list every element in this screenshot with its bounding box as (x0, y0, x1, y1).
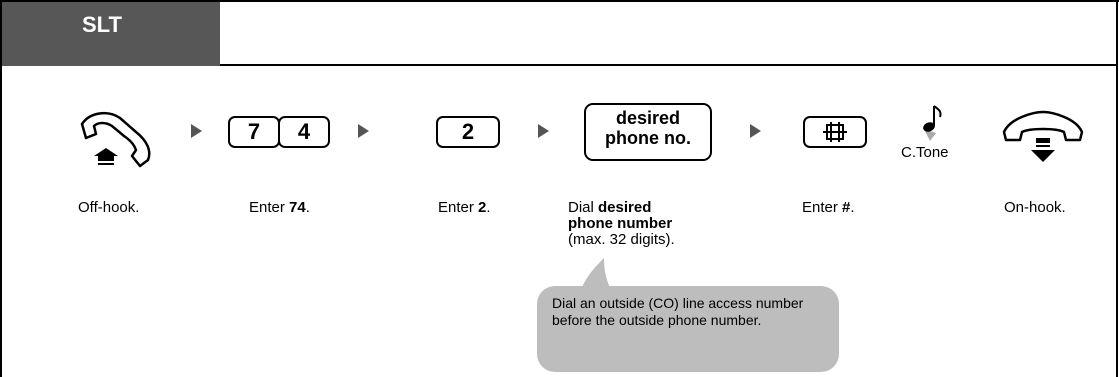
step-arrow-icon (750, 124, 761, 138)
off-hook-handset-icon (80, 111, 151, 168)
frame-border-left (0, 0, 2, 377)
hash-symbol-icon (823, 122, 847, 142)
step2-caption-bold: 74 (289, 199, 306, 216)
key-2: 2 (436, 116, 500, 148)
note-text: Dial an outside (CO) line access number … (552, 295, 804, 328)
slt-tab: SLT (2, 2, 220, 66)
step3-caption-pre: Enter (438, 199, 479, 216)
header-underline (220, 64, 1116, 66)
step5-caption: Enter #. (802, 200, 855, 216)
step4-caption-bold-2: phone number (568, 215, 673, 232)
key-7-label: 7 (247, 119, 261, 144)
step2-caption-pre: Enter (249, 199, 290, 216)
confirmation-tone-icon (923, 105, 942, 141)
step1-caption: Off-hook. (78, 200, 139, 216)
step4-caption-bold-1: desired (598, 199, 652, 216)
header-bar: SLT (2, 2, 1116, 66)
key-2-label: 2 (461, 119, 475, 144)
step-arrow-icon (191, 124, 202, 138)
key-4: 4 (278, 116, 330, 148)
key-4-label: 4 (297, 119, 311, 144)
step2-caption: Enter 74. (249, 200, 310, 216)
on-hook-handset-icon (1002, 110, 1084, 162)
step4-caption-pre: Dial (568, 199, 599, 216)
frame-border-top (0, 0, 1119, 2)
desired-phone-no-line1: desired (615, 108, 681, 128)
step3-caption-bold: 2 (478, 199, 487, 216)
step-arrow-icon (538, 124, 549, 138)
desired-phone-no-key: desired phone no. (584, 103, 712, 161)
step7-caption-text: On-hook. (1004, 199, 1066, 216)
step5-caption-bold: # (842, 199, 851, 216)
slt-tab-label: SLT (82, 12, 122, 37)
step7-caption: On-hook. (1004, 200, 1066, 216)
bubble-pointer (580, 258, 612, 292)
note-bubble (537, 286, 839, 372)
step2-caption-post: . (305, 199, 310, 216)
frame-border-right (1116, 0, 1118, 377)
key-7: 7 (228, 116, 280, 148)
step5-caption-pre: Enter (802, 199, 843, 216)
step4-caption: Dial desired phone number (max. 32 digit… (568, 200, 748, 248)
step4-caption-post: (max. 32 digits). (568, 231, 675, 248)
key-hash (803, 116, 867, 148)
step-arrow-icon (358, 124, 369, 138)
step1-caption-text: Off-hook. (78, 199, 140, 216)
desired-phone-no-line2: phone no. (605, 128, 691, 148)
c-tone-label: C.Tone (901, 144, 949, 161)
step3-caption: Enter 2. (438, 200, 491, 216)
step3-caption-post: . (486, 199, 491, 216)
step5-caption-post: . (850, 199, 855, 216)
